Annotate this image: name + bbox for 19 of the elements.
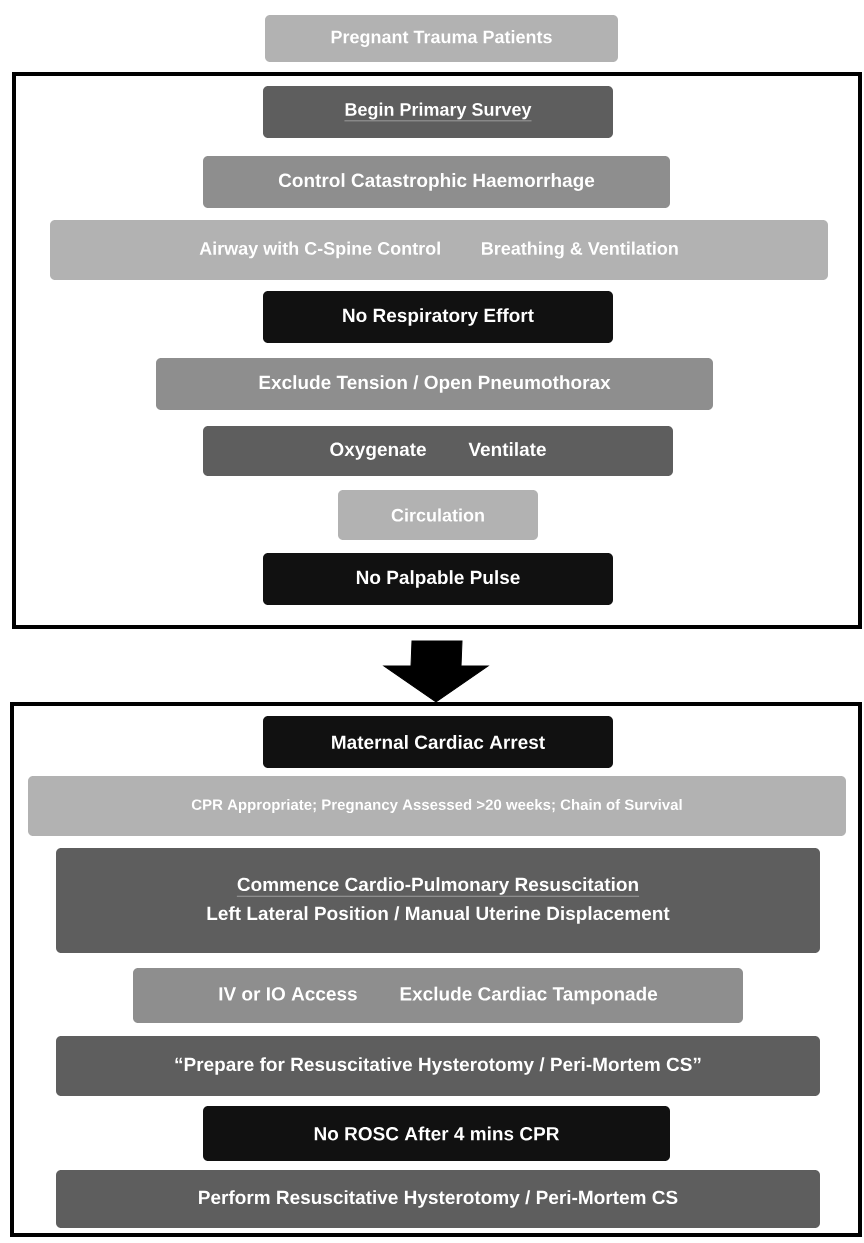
process-box: Airway with C-Spine Control Breathing & Ventilation — [50, 220, 828, 280]
frame-box — [10, 702, 862, 1237]
process-box: “Prepare for Resuscitative Hysterotomy / Peri-Mortem CS” — [56, 1036, 820, 1096]
process-box: Commence Cardio-Pulmonary Resuscitation Left Lateral Position / Manual Uterine Displacement — [56, 848, 820, 953]
process-box: Begin Primary Survey — [263, 86, 613, 138]
process-box: No Respiratory Effort — [263, 291, 613, 343]
process-box: Pregnant Trauma Patients — [265, 15, 618, 62]
frame-box — [12, 72, 862, 629]
process-box: Circulation — [338, 490, 538, 540]
process-box: Maternal Cardiac Arrest — [263, 716, 613, 768]
process-box: Exclude Tension / Open Pneumothorax — [156, 358, 713, 410]
arrow — [383, 640, 489, 703]
process-box: IV or IO Access Exclude Cardiac Tamponade — [133, 968, 743, 1023]
process-box: Control Catastrophic Haemorrhage — [203, 156, 670, 208]
process-box: CPR Appropriate; Pregnancy Assessed >20 weeks; Chain of Survival — [28, 776, 846, 836]
process-box: Perform Resuscitative Hysterotomy / Peri-Mortem CS — [56, 1170, 820, 1228]
process-box: Oxygenate Ventilate — [203, 426, 673, 476]
process-box: No Palpable Pulse — [263, 553, 613, 605]
process-box: No ROSC After 4 mins CPR — [203, 1106, 670, 1161]
